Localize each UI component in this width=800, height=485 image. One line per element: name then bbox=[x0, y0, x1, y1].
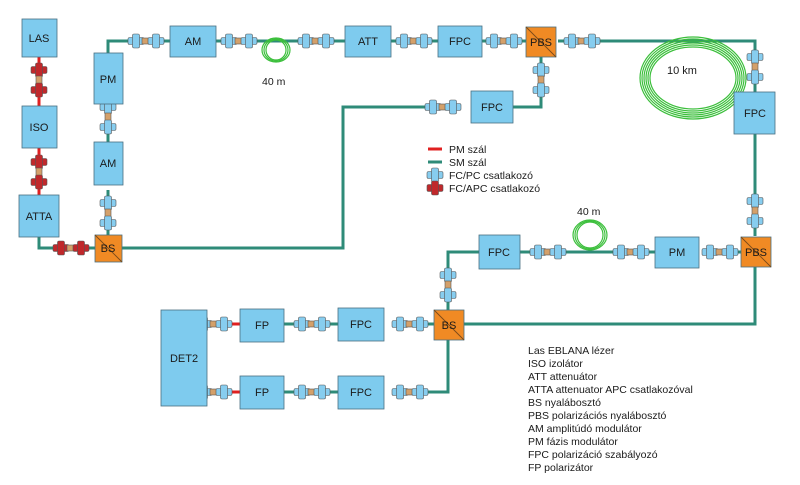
fp2-label: FP bbox=[255, 387, 269, 399]
det2-label: DET2 bbox=[170, 353, 198, 365]
fpc-top-box bbox=[437, 25, 483, 58]
am-top-label: AM bbox=[185, 36, 202, 48]
glossary-item: ATT attenuátor bbox=[528, 371, 598, 383]
iso-box bbox=[21, 105, 58, 149]
sm-fibers bbox=[37, 39, 757, 394]
fpc-b2-label: FPC bbox=[350, 387, 372, 399]
spool-mid-label: 40 m bbox=[577, 206, 601, 218]
atta-box bbox=[18, 194, 60, 238]
pm-right-box bbox=[654, 236, 700, 269]
glossary-item: FP polarizátor bbox=[528, 462, 594, 474]
spool-40m-mid bbox=[572, 219, 608, 251]
legend-pm-label: PM szál bbox=[449, 144, 486, 156]
splitter-diagonals bbox=[94, 26, 772, 341]
att-box bbox=[344, 25, 392, 58]
legend-fcpc-label: FC/PC csatlakozó bbox=[449, 170, 533, 182]
spool-top-label: 40 m bbox=[262, 76, 286, 88]
fpc-lower-box bbox=[478, 234, 521, 270]
legend: PM szál SM szál FC/PC csatlakozó FC/APC … bbox=[426, 144, 540, 196]
fpc-mid-label: FPC bbox=[481, 102, 503, 114]
fp2-box bbox=[239, 375, 285, 410]
spool-10km bbox=[639, 36, 747, 120]
spool-40m-top bbox=[261, 37, 291, 63]
glossary-item: BS nyalábosztó bbox=[528, 397, 601, 409]
pm-left-label: PM bbox=[100, 74, 117, 86]
atta-label: ATTA bbox=[26, 211, 53, 223]
pbs-right-label: PBS bbox=[745, 247, 767, 259]
legend-fcapc-label: FC/APC csatlakozó bbox=[449, 183, 540, 195]
fpc-top-label: FPC bbox=[449, 36, 471, 48]
det2-box bbox=[160, 309, 208, 407]
glossary-item: PBS polarizációs nyalábosztó bbox=[528, 410, 666, 422]
glossary: Las EBLANA lézer ISO izolátor ATT attenu… bbox=[528, 345, 693, 474]
am-left-box bbox=[93, 141, 124, 186]
iso-label: ISO bbox=[30, 122, 49, 134]
las-box bbox=[21, 18, 58, 58]
legend-sm-label: SM szál bbox=[449, 157, 486, 169]
glossary-item: Las EBLANA lézer bbox=[528, 345, 615, 357]
fpc-mid-box bbox=[470, 90, 514, 124]
glossary-item: ATTA attenuator APC csatlakozóval bbox=[528, 384, 693, 396]
pbs-top-label: PBS bbox=[530, 37, 552, 49]
legend-fcpc-icon bbox=[426, 167, 444, 183]
bs-left-label: BS bbox=[101, 243, 116, 255]
glossary-item: PM fázis modulátor bbox=[528, 436, 618, 448]
pm-right-label: PM bbox=[669, 247, 686, 259]
fpc-b1-label: FPC bbox=[350, 319, 372, 331]
glossary-item: FPC polarizáció szabályozó bbox=[528, 449, 658, 461]
fpc-b1-box bbox=[337, 307, 385, 342]
fp1-box bbox=[239, 308, 285, 343]
fpc-right-label: FPC bbox=[744, 108, 766, 120]
fp1-label: FP bbox=[255, 320, 269, 332]
glossary-item: ISO izolátor bbox=[528, 358, 583, 370]
am-top-box bbox=[169, 25, 217, 58]
am-left-label: AM bbox=[100, 158, 117, 170]
bs-bottom-label: BS bbox=[442, 320, 457, 332]
spool-big-label: 10 km bbox=[667, 65, 697, 77]
fpc-lower-label: FPC bbox=[488, 247, 510, 259]
glossary-item: AM amplitúdó modulátor bbox=[528, 423, 642, 435]
legend-fcapc-icon bbox=[426, 180, 444, 196]
pm-fibers bbox=[37, 57, 240, 394]
pm-left-box bbox=[93, 52, 124, 105]
las-label: LAS bbox=[29, 33, 50, 45]
fpc-right-box bbox=[733, 91, 776, 135]
att-label: ATT bbox=[358, 36, 378, 48]
fpc-b2-box bbox=[337, 375, 385, 410]
